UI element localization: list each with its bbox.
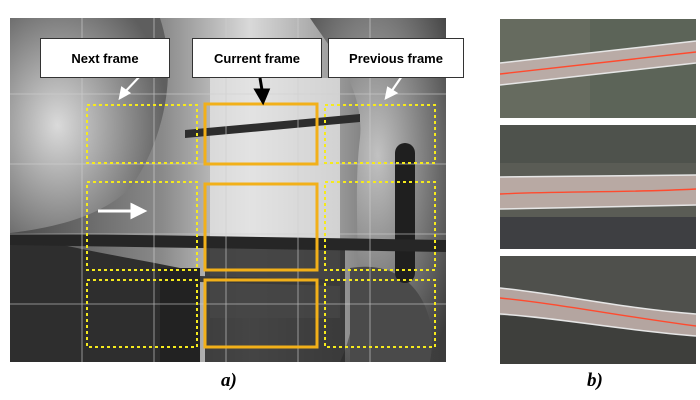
current-frame-box-bottom [203,278,319,349]
next-frame-arrow [118,75,141,101]
next-frame-label: Next frame [40,38,170,78]
centerline-1 [500,51,696,75]
current-frame-boxes [203,102,319,349]
panel-b-caption: b) [587,370,603,391]
current-frame-box-middle [203,182,319,272]
previous-frame-boxes [324,104,436,348]
next-frame-box-top [86,104,198,164]
centerline-2 [500,188,696,195]
current-frame-arrow [253,77,271,106]
left-lower-part [10,233,180,362]
centerline-3 [500,297,696,327]
previous-frame-box-middle [324,181,436,271]
next-frame-box-bottom [86,279,198,348]
previous-frame-label: Previous frame [328,38,464,78]
next-frame-box-middle [86,181,198,271]
right-lower-ring [350,266,432,362]
wire-crop-3 [500,256,696,364]
panel-a-caption: a) [221,370,237,391]
current-frame-label: Current frame [192,38,322,78]
wire-crop-1 [500,19,696,118]
next-frame-boxes [86,104,198,348]
motion-arrow [98,202,148,220]
current-frame-box-top [203,102,319,166]
previous-frame-arrow [384,75,403,100]
previous-frame-box-bottom [324,279,436,348]
wire-crop-2 [500,125,696,249]
center-dark-block [205,248,345,362]
previous-frame-box-top [324,104,436,164]
wire-middle [10,233,446,252]
